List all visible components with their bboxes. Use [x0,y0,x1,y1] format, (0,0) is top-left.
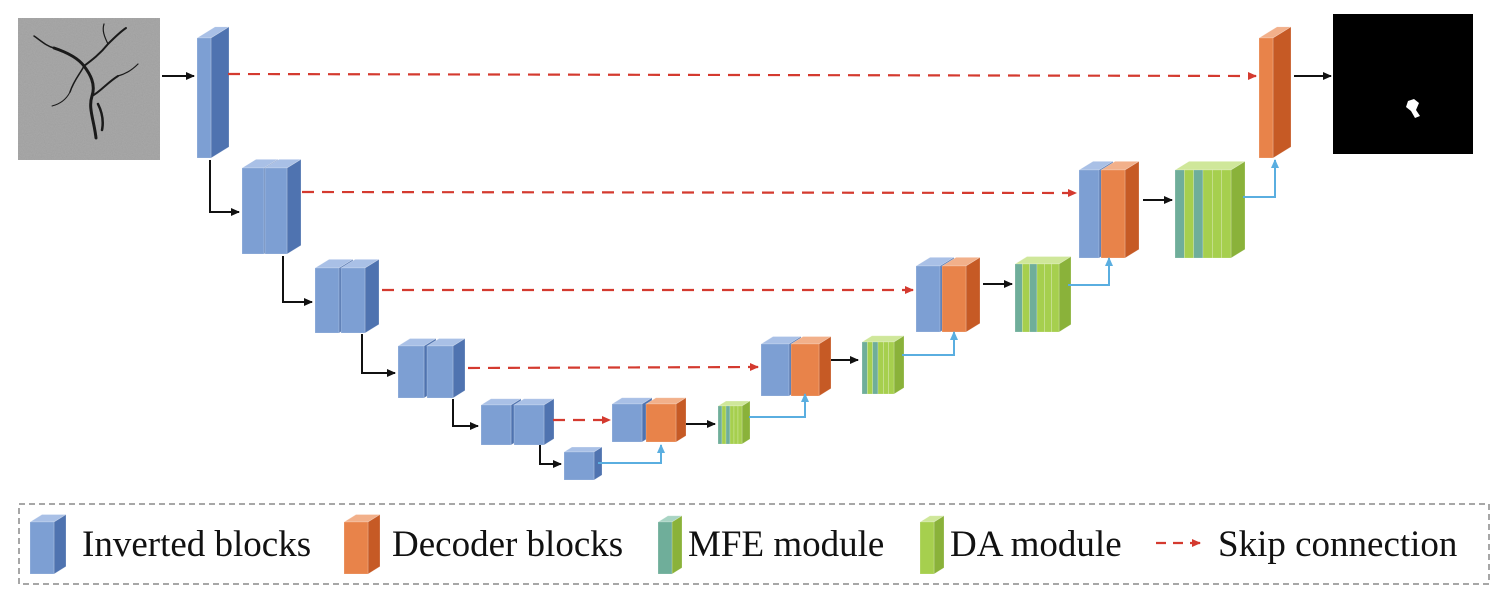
inverted-block-icon [28,514,68,575]
encoder-arrows [162,72,1332,468]
legend-label-skip-connection: Skip connection [1218,524,1457,565]
inverted-block-3b [339,258,381,334]
decoder-level2-decoder [1099,160,1141,259]
inverted-block-1 [195,26,231,159]
down-arrow-4 [452,399,479,430]
legend: Inverted blocks Decoder blocks MFE modul… [18,503,1490,585]
down-arrow-1 [209,160,240,216]
decoder-level5-inverted [610,397,654,443]
decoder-level4-decoder [789,336,833,397]
decoder-level5-decoder [644,397,688,443]
upsample-2 [749,393,809,418]
upsample-1 [598,444,665,464]
mfe-module-icon [656,515,684,575]
down-arrow-2 [282,256,313,306]
attention-module-3 [1013,256,1073,333]
attention-module-1 [716,400,752,445]
legend-label-da-module: DA module [950,524,1122,565]
decoder-level3-decoder [940,256,982,333]
skip-connections [227,71,1257,424]
input-image [18,18,160,160]
upsample-4 [1068,257,1113,286]
attention-module-2 [860,335,906,395]
decoder-block-icon [342,514,382,575]
inverted-block-5b [512,398,556,446]
inverted-block-2b [263,158,303,255]
down-arrow-5 [539,445,562,468]
network-blocks [195,26,1293,481]
inverted-block-bottleneck [562,446,604,481]
skip-connection-1 [227,71,1257,80]
upsample-connections [598,159,1279,464]
decoder-block-final [1257,26,1293,159]
upsample-5 [1243,159,1279,198]
legend-border [18,503,1490,585]
da-module-icon [918,515,946,575]
legend-label-inverted-blocks: Inverted blocks [82,524,311,565]
upsample-3 [902,331,958,356]
attention-module-4 [1173,160,1247,259]
skip-connection-2 [301,188,1077,197]
legend-label-decoder-blocks: Decoder blocks [392,524,623,565]
skip-connection-4 [467,363,759,372]
angiography-image-icon [33,23,139,140]
inverted-block-4b [425,338,467,399]
segmentation-mask-image-icon [1406,99,1420,118]
legend-label-mfe-module: MFE module [688,524,884,565]
down-arrow-3 [361,334,396,377]
output-image [1333,14,1473,154]
